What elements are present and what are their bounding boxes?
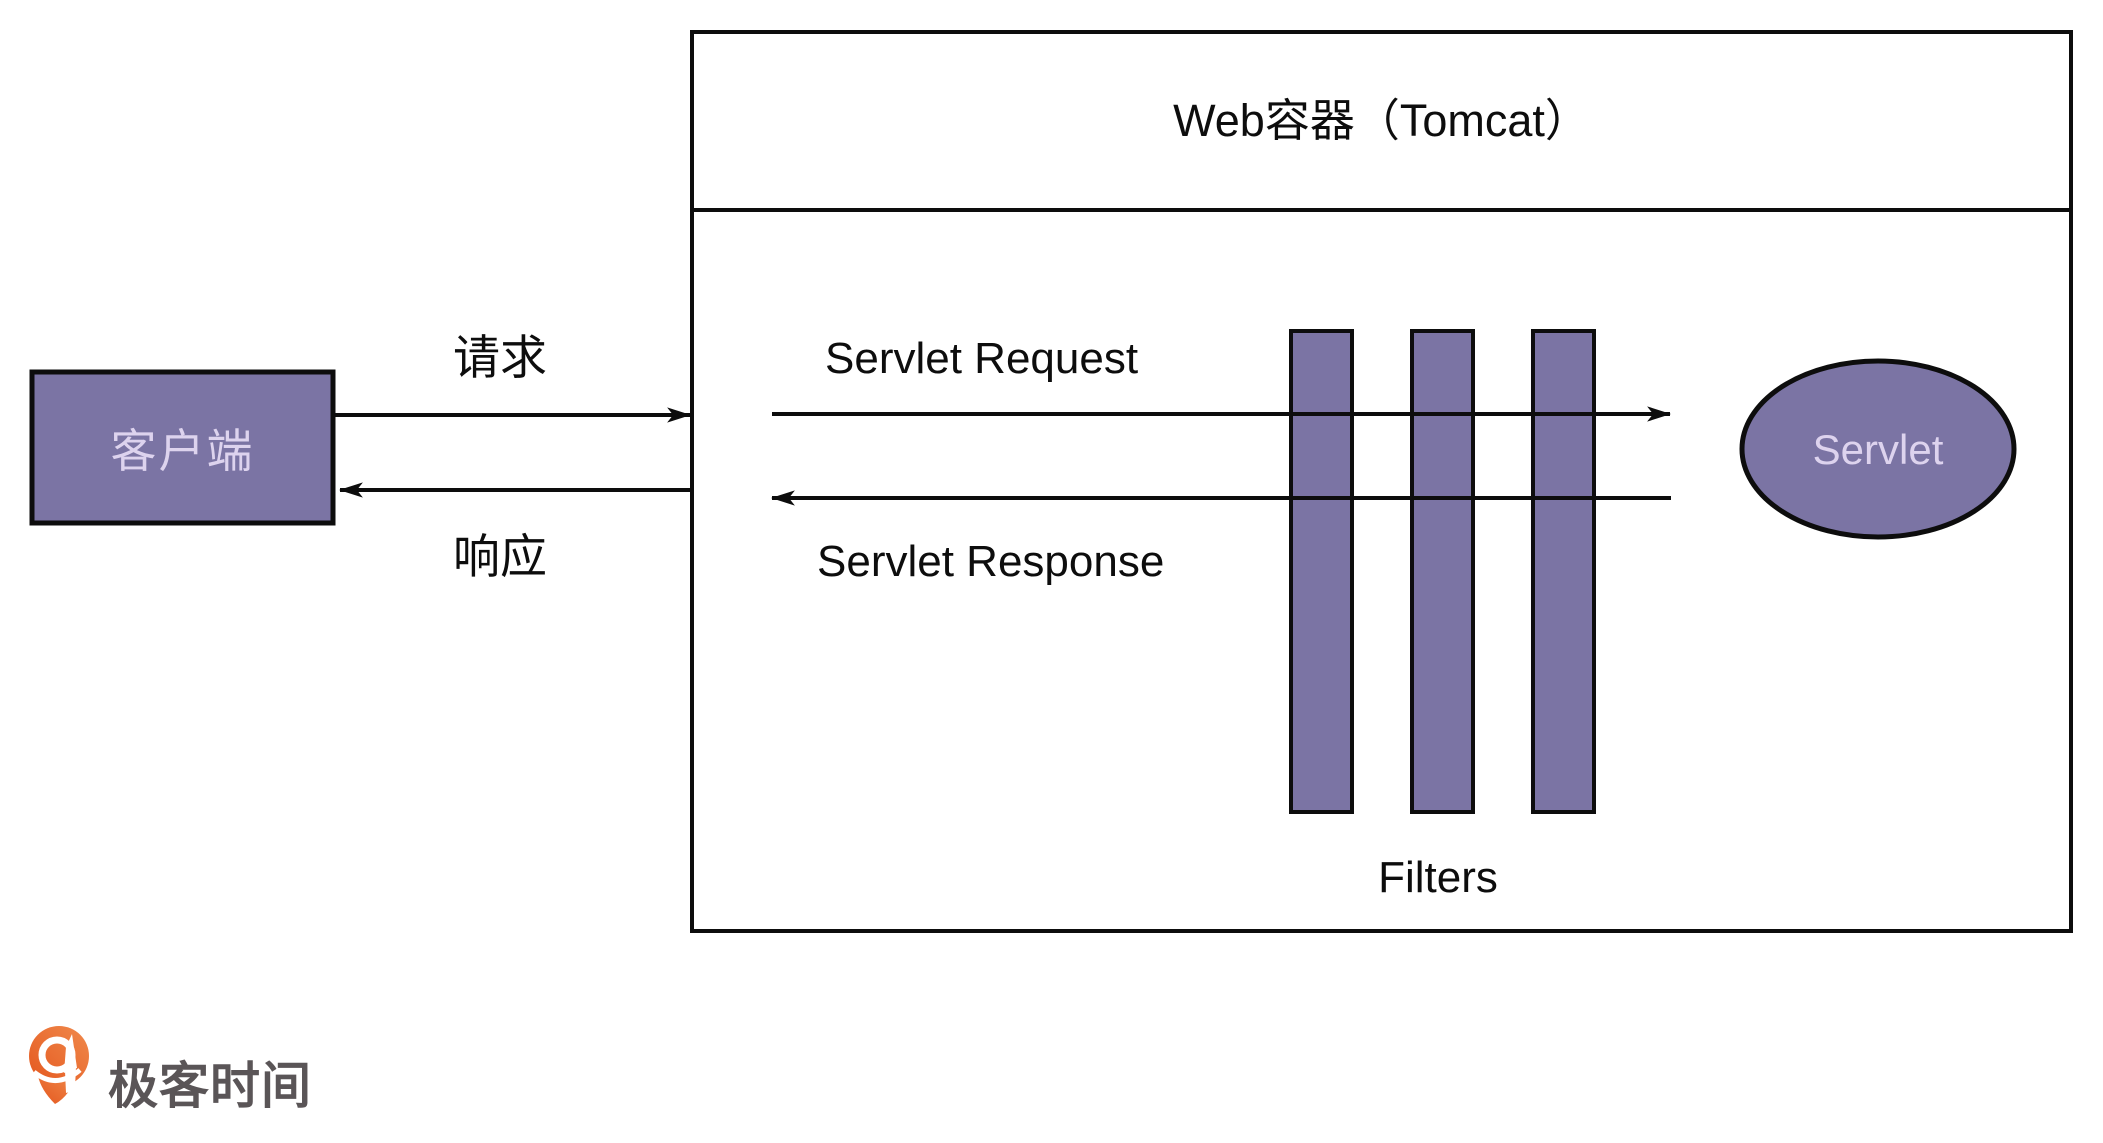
request-label: 请求 — [453, 331, 547, 384]
geektime-logo-icon — [29, 1026, 89, 1104]
client-box — [29, 369, 336, 526]
servlet-response-label: Servlet Response — [817, 537, 1165, 586]
servlet-label: Servlet — [1812, 425, 1944, 473]
filters-label: Filters — [1378, 853, 1498, 902]
container-title: Web容器（Tomcat） — [1173, 95, 1590, 146]
geektime-brand-text: 极客时间 — [108, 1058, 312, 1114]
servlet-request-label: Servlet Request — [825, 334, 1139, 383]
filter-bar-2 — [1410, 329, 1475, 814]
response-label: 响应 — [453, 530, 547, 583]
filter-bar-1 — [1289, 329, 1354, 814]
client-label: 客户端 — [110, 424, 255, 477]
filter-bar-3 — [1531, 329, 1596, 814]
servlet-ellipse — [1739, 358, 2017, 540]
